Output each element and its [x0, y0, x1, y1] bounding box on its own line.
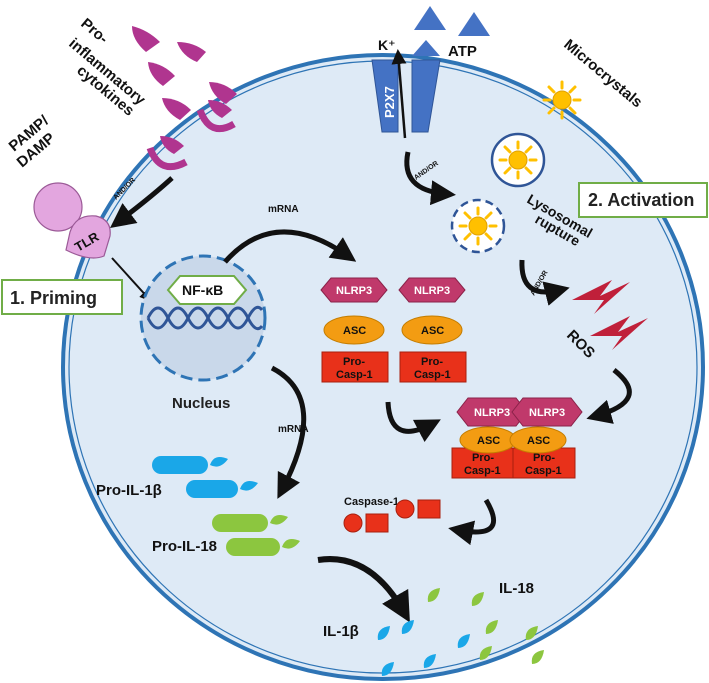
- mrna-label-bottom: mRNA: [278, 424, 309, 435]
- cytokine: [148, 62, 175, 86]
- ros-bolt: [590, 316, 648, 350]
- il1b-label: IL-1β: [323, 623, 359, 640]
- atp-triangle: [414, 6, 446, 30]
- k-efflux-arrow: [391, 49, 407, 139]
- cytokine-receptor: [196, 108, 236, 133]
- cytokine: [177, 42, 206, 62]
- pro-il18-molecule: [212, 514, 300, 556]
- procasp-label-1: Pro-: [472, 452, 494, 464]
- mrna-label-top: mRNA: [268, 204, 299, 215]
- caspase1-molecule: [343, 513, 389, 533]
- procasp-label-2: Casp-1: [336, 369, 373, 381]
- procasp-label-2: Casp-1: [525, 465, 562, 477]
- priming-box: 1. Priming: [1, 279, 123, 315]
- nlrp3-label: NLRP3: [529, 407, 565, 419]
- dna-strand: [146, 305, 264, 330]
- nlrp3-complex-1: NLRP3 ASC Pro- Casp-1: [320, 277, 389, 383]
- nfkb-label: NF-κB: [182, 282, 223, 298]
- nfkb-hexagon: [166, 275, 248, 305]
- k-plus-label: K⁺: [378, 37, 396, 53]
- pro-il1b-label: Pro-IL-1β: [96, 482, 162, 499]
- caspase1-molecule: [395, 499, 441, 519]
- cytokines: [132, 26, 237, 171]
- and-or-arrow-ros: [519, 259, 570, 306]
- and-or-arrow-p2x7: [404, 151, 456, 206]
- cytokine: [209, 82, 237, 104]
- il1b-drop: [381, 662, 394, 676]
- p2x7-label: P2X7: [382, 86, 397, 118]
- procasp-label-2: Casp-1: [464, 465, 501, 477]
- ruptured-lysosome-crystal-icon: [458, 206, 498, 246]
- tlr-to-nucleus-arrow: [111, 257, 152, 302]
- il18-molecules: [427, 588, 544, 664]
- il1b-drop: [401, 620, 414, 634]
- pamp-damp-molecule: [33, 182, 83, 232]
- assembly-arrow: [385, 401, 441, 443]
- il1b-drop: [423, 654, 436, 668]
- lysosome-crystal-icon: [498, 140, 538, 180]
- cytokine-receptor: [146, 146, 188, 171]
- asc-label: ASC: [421, 325, 444, 337]
- il18-drop: [427, 588, 440, 602]
- procasp-label-2: Casp-1: [414, 369, 451, 381]
- p2x7-channel: P2X7: [371, 59, 441, 133]
- nlrp3-label: NLRP3: [474, 407, 510, 419]
- atp-label: ATP: [448, 43, 477, 60]
- procasp-label-1: Pro-: [343, 356, 365, 368]
- asc-label: ASC: [343, 325, 366, 337]
- pro-il18-label: Pro-IL-18: [152, 538, 217, 555]
- il18-drop: [525, 626, 538, 640]
- mrna-arrow-to-pro-il: [270, 365, 307, 499]
- atp-triangle: [412, 40, 440, 56]
- cytokine: [208, 100, 232, 118]
- il18-drop: [531, 650, 544, 664]
- mrna-arrow-to-nlrp3: [223, 229, 357, 264]
- nlrp3-label: NLRP3: [336, 285, 372, 297]
- il1b-drop: [457, 634, 470, 648]
- priming-label: 1. Priming: [10, 288, 97, 308]
- cytokine: [160, 136, 184, 154]
- ros-bolt: [572, 280, 630, 314]
- nucleus: NF-κB: [139, 254, 267, 382]
- microcrystal-icon: [542, 80, 582, 120]
- il18-drop: [485, 620, 498, 634]
- pro-il1b-molecule: [152, 456, 258, 498]
- cytokine: [132, 26, 160, 52]
- activation-label: 2. Activation: [588, 190, 694, 210]
- activation-box: 2. Activation: [578, 182, 708, 218]
- maturation-arrow: [317, 556, 410, 623]
- asc-label: ASC: [527, 435, 550, 447]
- procasp-label-1: Pro-: [533, 452, 555, 464]
- nucleus-label: Nucleus: [172, 395, 230, 412]
- and-or-arrow-cytokine: [110, 176, 174, 229]
- nlrp3-complex-2: NLRP3 ASC Pro- Casp-1: [398, 277, 467, 383]
- asc-label: ASC: [477, 435, 500, 447]
- atp-triangle: [458, 12, 490, 36]
- procasp-label-1: Pro-: [421, 356, 443, 368]
- il1b-drop: [377, 626, 390, 640]
- il18-drop: [471, 592, 484, 606]
- il18-drop: [479, 646, 492, 660]
- cleavage-arrow: [448, 498, 497, 546]
- caspase1-label: Caspase-1: [344, 496, 399, 508]
- inflammasome: NLRP3 NLRP3 Pro- Casp-1 Pro- Casp-1 ASC …: [451, 397, 583, 479]
- il1b-molecules: [377, 620, 470, 676]
- ros-to-inflammasome-arrow: [586, 368, 632, 424]
- il18-label: IL-18: [499, 580, 534, 597]
- tlr-receptor: TLR: [65, 215, 111, 259]
- cytokine: [162, 98, 191, 120]
- nlrp3-label: NLRP3: [414, 285, 450, 297]
